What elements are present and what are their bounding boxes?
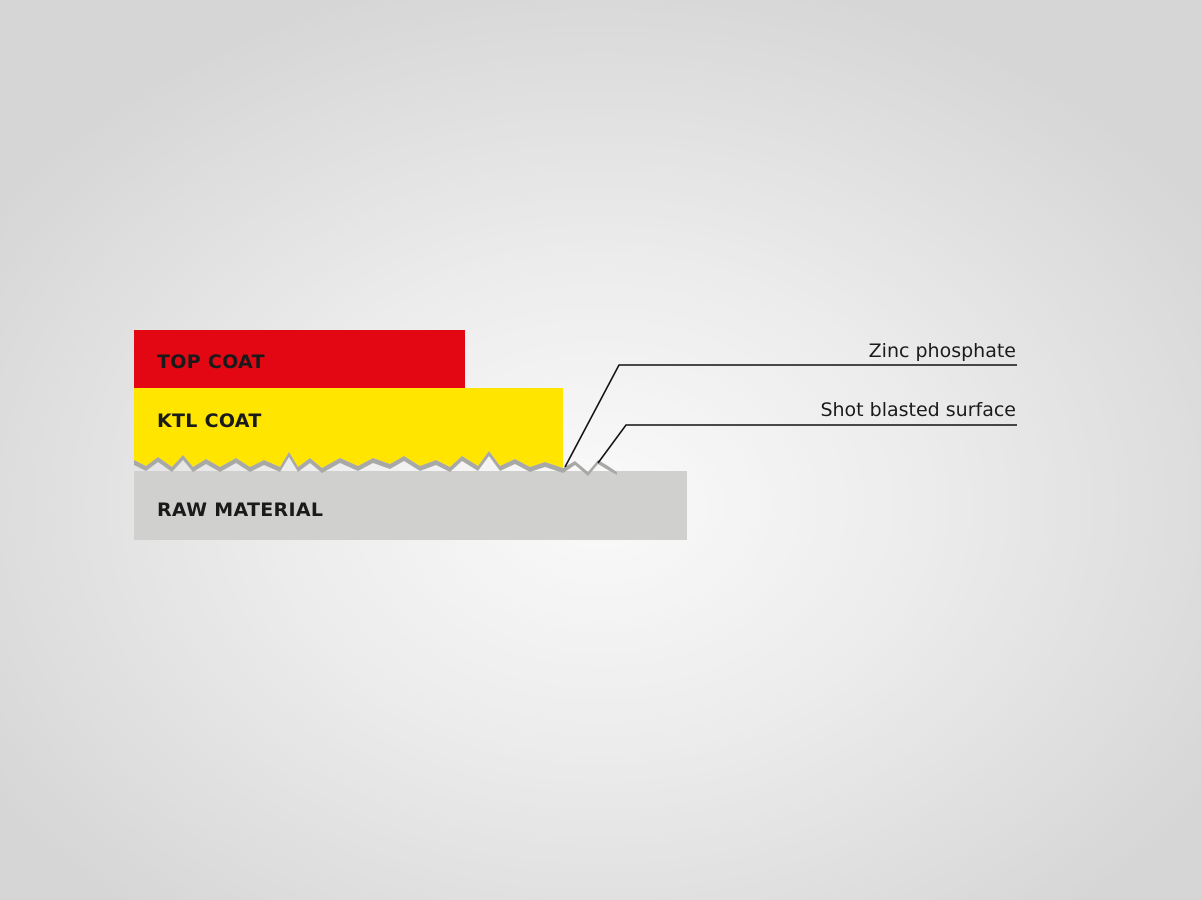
ktl-coat-layer [134, 388, 563, 468]
shot-blasted-surface-label: Shot blasted surface [820, 399, 1016, 421]
zinc-phosphate-layer [134, 451, 617, 476]
ktl-coat-label: KTL COAT [157, 410, 262, 432]
zinc-phosphate-leader-line [564, 364, 1017, 468]
raw-material-label: RAW MATERIAL [157, 499, 323, 521]
shot-blasted-leader-line [597, 424, 1017, 464]
zinc-phosphate-label: Zinc phosphate [869, 340, 1016, 362]
top-coat-label: TOP COAT [157, 351, 265, 373]
top-coat-layer [134, 330, 465, 388]
raw-material-layer [134, 471, 687, 540]
